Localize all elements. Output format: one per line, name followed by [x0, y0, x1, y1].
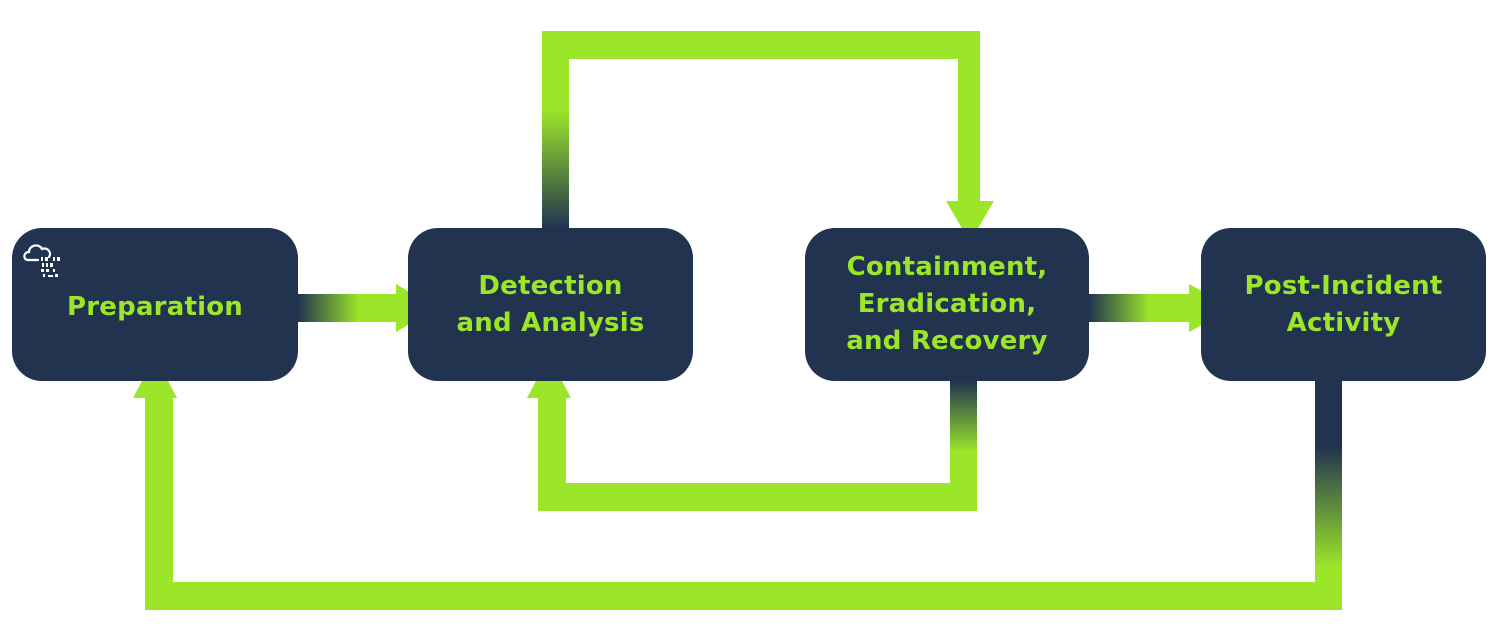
- arrow-containment-to-postincident-shaft: [1089, 294, 1191, 322]
- arrow-detection-top-segment: [542, 31, 980, 59]
- arrow-postincident-down-segment: [1315, 381, 1342, 610]
- node-post-incident-activity: Post-Incident Activity: [1201, 228, 1486, 381]
- node-detection-and-analysis: Detection and Analysis: [408, 228, 693, 381]
- arrow-prep-to-detection-shaft: [298, 294, 400, 322]
- arrow-postincident-bottom-segment: [145, 582, 1342, 610]
- node-detection-label: Detection and Analysis: [456, 270, 645, 338]
- cloud-binary-logo-icon: [23, 244, 60, 277]
- node-containment-label: Containment, Eradication, and Recovery: [846, 252, 1048, 356]
- arrow-postincident-up-segment: [145, 395, 173, 610]
- node-preparation: Preparation: [12, 228, 298, 381]
- arrow-detection-to-containment-head: [946, 201, 994, 242]
- arrow-detection-up-segment: [542, 31, 569, 228]
- arrow-detection-down-segment: [958, 31, 980, 203]
- node-postincident-label: Post-Incident Activity: [1244, 270, 1443, 338]
- arrow-containment-bottom-segment: [538, 483, 977, 511]
- arrow-containment-up-segment: [538, 395, 566, 511]
- node-containment-eradication-recovery: Containment, Eradication, and Recovery: [805, 228, 1089, 381]
- node-preparation-label: Preparation: [67, 292, 243, 322]
